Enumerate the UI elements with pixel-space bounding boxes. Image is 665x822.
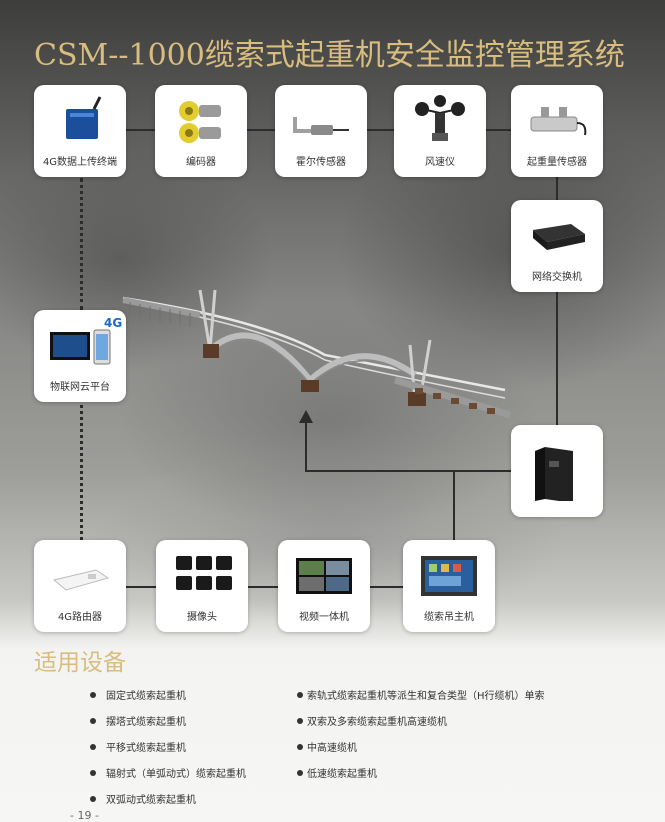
dtu-device-icon <box>66 96 102 139</box>
connector-to-cabinet <box>453 470 511 472</box>
list-item: 中高速缆机 <box>297 741 545 767</box>
connector-video-host <box>370 586 403 588</box>
host-controller-icon <box>421 556 477 596</box>
card-control-cabinet[interactable] <box>511 425 603 517</box>
connector-anemometer-load <box>485 129 512 131</box>
card-label: 起重量传感器 <box>527 157 587 168</box>
connector-arrow-vertical <box>305 420 307 472</box>
connector-load-switch <box>556 176 558 201</box>
card-label: 物联网云平台 <box>50 382 110 393</box>
bullet-icon <box>297 770 303 776</box>
list-item: 平移式缆索起重机 <box>90 741 246 767</box>
card-4g-dtu[interactable]: 4G数据上传终端 <box>34 85 126 177</box>
connector-encoder-hall <box>246 129 275 131</box>
list-item: 辐射式（单弧动式）缆索起重机 <box>90 767 246 793</box>
card-label: 摄像头 <box>187 612 217 623</box>
page-title: CSM--1000缆索式起重机安全监控管理系统 <box>34 38 625 73</box>
list-item: 双弧动式缆索起重机 <box>90 793 246 819</box>
list-item: 摆塔式缆索起重机 <box>90 715 246 741</box>
router-icon <box>52 569 110 591</box>
card-label: 4G路由器 <box>57 612 103 623</box>
applicable-list-left: 固定式缆索起重机 摆塔式缆索起重机 平移式缆索起重机 辐射式（单弧动式）缆索起重… <box>90 689 246 819</box>
anemometer-icon <box>415 95 465 141</box>
camera-icon <box>176 556 232 590</box>
card-label: 视频一体机 <box>299 612 349 623</box>
card-4g-router[interactable]: 4G路由器 <box>34 540 126 632</box>
connector-dtu-encoder <box>125 129 155 131</box>
section-title: 适用设备 <box>34 650 126 676</box>
connector-arrow-horizontal <box>305 470 455 472</box>
arrow-up-icon <box>299 410 313 423</box>
cable-crane-illustration <box>122 289 512 419</box>
card-video-unit[interactable]: 视频一体机 <box>278 540 370 632</box>
card-label: 4G数据上传终端 <box>42 157 118 168</box>
4g-badge: 4G <box>104 316 123 330</box>
bullet-icon <box>90 692 96 698</box>
card-iot-cloud[interactable]: 4G 物联网云平台 <box>34 310 126 402</box>
list-item: 索轨式缆索起重机等派生和复合类型（H行缆机）单索 <box>297 689 545 715</box>
list-item: 低速缆索起重机 <box>297 767 545 793</box>
dotted-link-cloud-router <box>80 405 83 540</box>
card-camera[interactable]: 摄像头 <box>156 540 248 632</box>
bullet-icon <box>90 718 96 724</box>
list-item: 双索及多索缆索起重机高速缆机 <box>297 715 545 741</box>
connector-switch-cabinet <box>556 292 558 425</box>
bullet-icon <box>90 744 96 750</box>
connector-hall-anemometer <box>366 129 394 131</box>
page-number: - 19 - <box>70 809 99 822</box>
card-anemometer[interactable]: 风速仪 <box>394 85 486 177</box>
card-label: 风速仪 <box>425 157 455 168</box>
applicable-list-right: 索轨式缆索起重机等派生和复合类型（H行缆机）单索 双索及多索缆索起重机高速缆机 … <box>297 689 545 793</box>
bullet-icon <box>297 744 303 750</box>
load-sensor-icon <box>530 107 587 136</box>
card-label: 霍尔传感器 <box>296 157 346 168</box>
card-label: 缆索吊主机 <box>424 612 474 623</box>
list-item: 固定式缆索起重机 <box>90 689 246 715</box>
bullet-icon <box>90 770 96 776</box>
network-switch-icon <box>533 224 585 250</box>
connector-router-camera <box>126 586 158 588</box>
card-hall-sensor[interactable]: 霍尔传感器 <box>275 85 367 177</box>
bullet-icon <box>297 692 303 698</box>
card-label: 网络交换机 <box>532 272 582 283</box>
bullet-icon <box>297 718 303 724</box>
encoder-icon <box>179 101 221 143</box>
card-load-sensor[interactable]: 起重量传感器 <box>511 85 603 177</box>
card-network-switch[interactable]: 网络交换机 <box>511 200 603 292</box>
card-crane-host[interactable]: 缆索吊主机 <box>403 540 495 632</box>
dotted-link-dtu-cloud <box>80 178 83 310</box>
bullet-icon <box>90 796 96 802</box>
card-encoder[interactable]: 编码器 <box>155 85 247 177</box>
cloud-platform-icon <box>50 329 111 365</box>
video-monitor-icon <box>296 558 352 594</box>
connector-host-up <box>453 470 455 542</box>
connector-camera-video <box>248 586 280 588</box>
control-cabinet-icon <box>535 447 573 501</box>
card-label: 编码器 <box>186 157 216 168</box>
hall-sensor-icon <box>293 117 349 135</box>
